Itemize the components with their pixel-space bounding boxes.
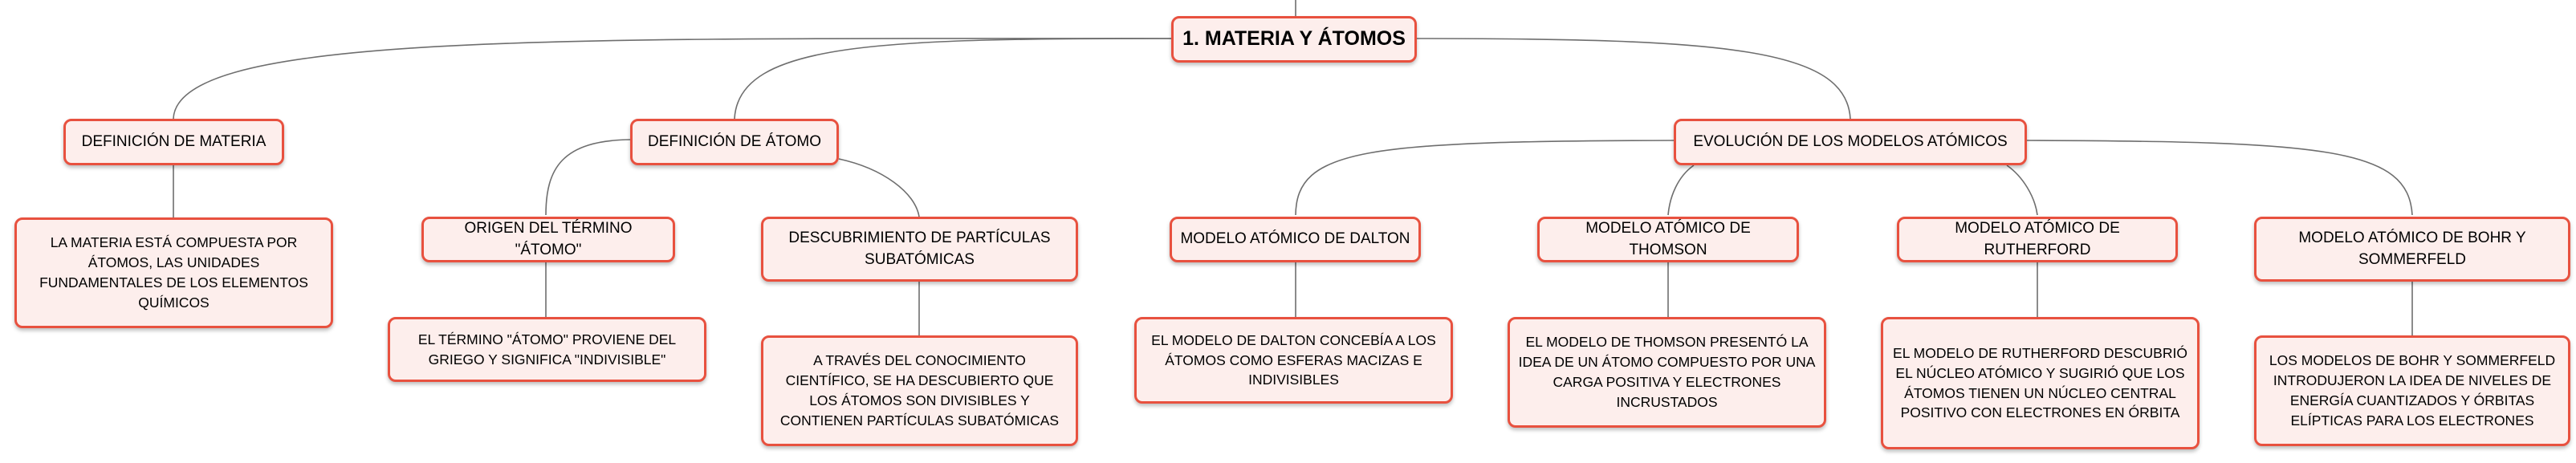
detail-origen-termino-text: EL TÉRMINO "ÁTOMO" PROVIENE DEL GRIEGO Y…: [417, 331, 677, 368]
topic-definicion-materia-label: DEFINICIÓN DE MATERIA: [81, 132, 267, 150]
detail-modelo-bohr-sommerfeld[interactable]: LOS MODELOS DE BOHR Y SOMMERFELD INTRODU…: [2254, 335, 2570, 446]
topic-definicion-atomo-label: DEFINICIÓN DE ÁTOMO: [647, 132, 822, 150]
topic-definicion-materia[interactable]: DEFINICIÓN DE MATERIA: [63, 119, 284, 165]
connector-def-atomo-origen: [545, 139, 631, 216]
detail-modelo-bohr-sommerfeld-text: LOS MODELOS DE BOHR Y SOMMERFELD INTRODU…: [2269, 352, 2556, 428]
topic-definicion-atomo[interactable]: DEFINICIÓN DE ÁTOMO: [630, 119, 839, 165]
subtopic-modelo-thomson[interactable]: MODELO ATÓMICO DE THOMSON: [1537, 217, 1799, 262]
subtopic-modelo-bohr-sommerfeld-label: MODELO ATÓMICO DE BOHR Y SOMMERFELD: [2298, 229, 2526, 268]
connector-root-def-materia: [173, 38, 1172, 120]
connector-def-atomo-descubrimiento: [838, 158, 920, 217]
subtopic-modelo-dalton-label: MODELO ATÓMICO DE DALTON: [1180, 230, 1410, 248]
detail-origen-termino[interactable]: EL TÉRMINO "ÁTOMO" PROVIENE DEL GRIEGO Y…: [388, 317, 706, 382]
detail-descubrimiento-particulas[interactable]: A TRAVÉS DEL CONOCIMIENTO CIENTÍFICO, SE…: [761, 335, 1078, 446]
root-topic-label: 1. MATERIA Y ÁTOMOS: [1182, 27, 1406, 51]
detail-modelo-rutherford-text: EL MODELO DE RUTHERFORD DESCUBRIÓ EL NÚC…: [1893, 344, 2187, 421]
detail-definicion-materia-text: LA MATERIA ESTÁ COMPUESTA POR ÁTOMOS, LA…: [39, 234, 308, 311]
subtopic-origen-termino[interactable]: ORIGEN DEL TÉRMINO "ÁTOMO": [421, 217, 675, 262]
connector-root-def-atomo: [734, 38, 1172, 120]
topic-evolucion-modelos-label: EVOLUCIÓN DE LOS MODELOS ATÓMICOS: [1693, 132, 2008, 150]
detail-modelo-rutherford[interactable]: EL MODELO DE RUTHERFORD DESCUBRIÓ EL NÚC…: [1881, 317, 2200, 449]
connector-evolucion-dalton: [1295, 140, 1675, 216]
connector-evolucion-thomson: [1667, 164, 1695, 216]
detail-definicion-materia[interactable]: LA MATERIA ESTÁ COMPUESTA POR ÁTOMOS, LA…: [14, 217, 333, 328]
detail-modelo-dalton-text: EL MODELO DE DALTON CONCEBÍA A LOS ÁTOMO…: [1151, 331, 1436, 388]
connector-evolucion-bohr: [2026, 140, 2413, 216]
subtopic-modelo-rutherford[interactable]: MODELO ATÓMICO DE RUTHERFORD: [1897, 217, 2178, 262]
subtopic-modelo-dalton[interactable]: MODELO ATÓMICO DE DALTON: [1170, 217, 1421, 262]
subtopic-descubrimiento-particulas[interactable]: DESCUBRIMIENTO DE PARTÍCULAS SUBATÓMICAS: [761, 217, 1078, 282]
topic-evolucion-modelos[interactable]: EVOLUCIÓN DE LOS MODELOS ATÓMICOS: [1674, 119, 2027, 165]
connector-root-evolucion: [1416, 38, 1851, 120]
subtopic-descubrimiento-particulas-label: DESCUBRIMIENTO DE PARTÍCULAS SUBATÓMICAS: [788, 229, 1051, 268]
detail-modelo-thomson-text: EL MODELO DE THOMSON PRESENTÓ LA IDEA DE…: [1518, 334, 1816, 410]
subtopic-modelo-rutherford-label: MODELO ATÓMICO DE RUTHERFORD: [1955, 219, 2120, 258]
subtopic-origen-termino-label: ORIGEN DEL TÉRMINO "ÁTOMO": [464, 219, 633, 258]
detail-modelo-dalton[interactable]: EL MODELO DE DALTON CONCEBÍA A LOS ÁTOMO…: [1134, 317, 1453, 404]
connector-evolucion-rutherford: [2006, 164, 2038, 216]
root-topic[interactable]: 1. MATERIA Y ÁTOMOS: [1171, 16, 1417, 63]
detail-modelo-thomson[interactable]: EL MODELO DE THOMSON PRESENTÓ LA IDEA DE…: [1508, 317, 1826, 428]
detail-descubrimiento-particulas-text: A TRAVÉS DEL CONOCIMIENTO CIENTÍFICO, SE…: [779, 352, 1060, 428]
subtopic-modelo-bohr-sommerfeld[interactable]: MODELO ATÓMICO DE BOHR Y SOMMERFELD: [2254, 217, 2570, 282]
subtopic-modelo-thomson-label: MODELO ATÓMICO DE THOMSON: [1585, 219, 1751, 258]
